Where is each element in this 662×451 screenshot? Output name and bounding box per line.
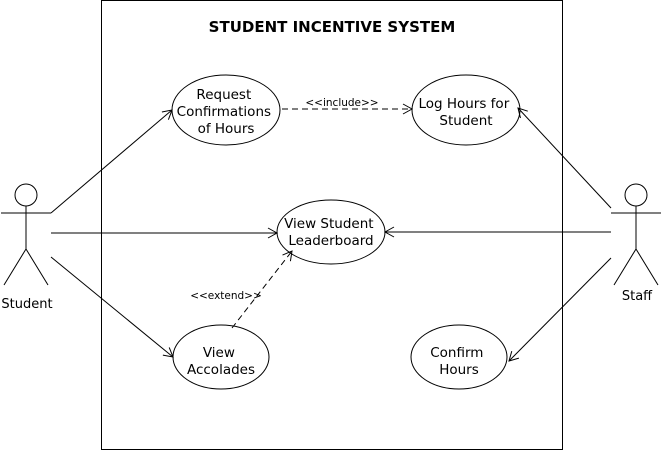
svg-text:Confirm Hours: Confirm Hours bbox=[430, 345, 488, 378]
use-case-view-leaderboard: View Student Leaderboard bbox=[276, 199, 386, 265]
use-case-label-line: Log Hours for bbox=[418, 96, 509, 112]
svg-text:View Student Leaderboard: View Student Leaderboard bbox=[284, 216, 378, 249]
student-actor bbox=[1, 183, 51, 286]
association-student-request bbox=[50, 109, 173, 214]
use-case-label-line: Hours bbox=[439, 362, 479, 378]
extend-relation bbox=[231, 250, 293, 329]
student-actor-label: Student bbox=[1, 297, 52, 312]
use-case-request-confirmations: Request Confirmations of Hours bbox=[171, 74, 281, 146]
staff-actor-label: Staff bbox=[622, 289, 653, 304]
use-case-view-accolades: View Accolades bbox=[172, 324, 270, 390]
use-case-label-line: Student bbox=[439, 113, 492, 129]
staff-actor bbox=[611, 183, 661, 286]
use-case-label-line: Confirm bbox=[430, 345, 483, 361]
staff-actor-head bbox=[624, 183, 648, 207]
student-actor-left-leg bbox=[3, 248, 27, 286]
extend-label: <<extend>> bbox=[190, 290, 262, 302]
student-actor-head bbox=[14, 183, 38, 207]
staff-actor-right-leg bbox=[635, 248, 659, 286]
include-label: <<include>> bbox=[305, 97, 378, 109]
use-case-label-line: of Hours bbox=[198, 121, 255, 137]
use-case-confirm-hours: Confirm Hours bbox=[410, 324, 508, 390]
association-student-accolades bbox=[50, 256, 174, 358]
use-case-label-line: Leaderboard bbox=[288, 233, 373, 249]
use-case-label-line: View bbox=[203, 345, 235, 361]
svg-text:Request Confirmations: Request Confirmations of Hours bbox=[177, 87, 276, 137]
association-staff-log-hours bbox=[517, 107, 612, 209]
association-staff-confirm bbox=[508, 257, 612, 362]
use-case-label-line: View Student bbox=[284, 216, 373, 232]
student-actor-right-leg bbox=[25, 248, 49, 286]
use-case-label-line: Confirmations bbox=[177, 104, 271, 120]
svg-text:Log Hours for Student: Log Hours for Student bbox=[418, 96, 513, 129]
use-case-label-line: Request bbox=[196, 87, 251, 103]
system-title: STUDENT INCENTIVE SYSTEM bbox=[209, 18, 456, 36]
use-case-log-hours: Log Hours for Student bbox=[411, 74, 521, 146]
staff-actor-left-leg bbox=[613, 248, 637, 286]
svg-text:View Accolades: View Accolades bbox=[187, 345, 255, 378]
use-case-label-line: Accolades bbox=[187, 362, 255, 378]
